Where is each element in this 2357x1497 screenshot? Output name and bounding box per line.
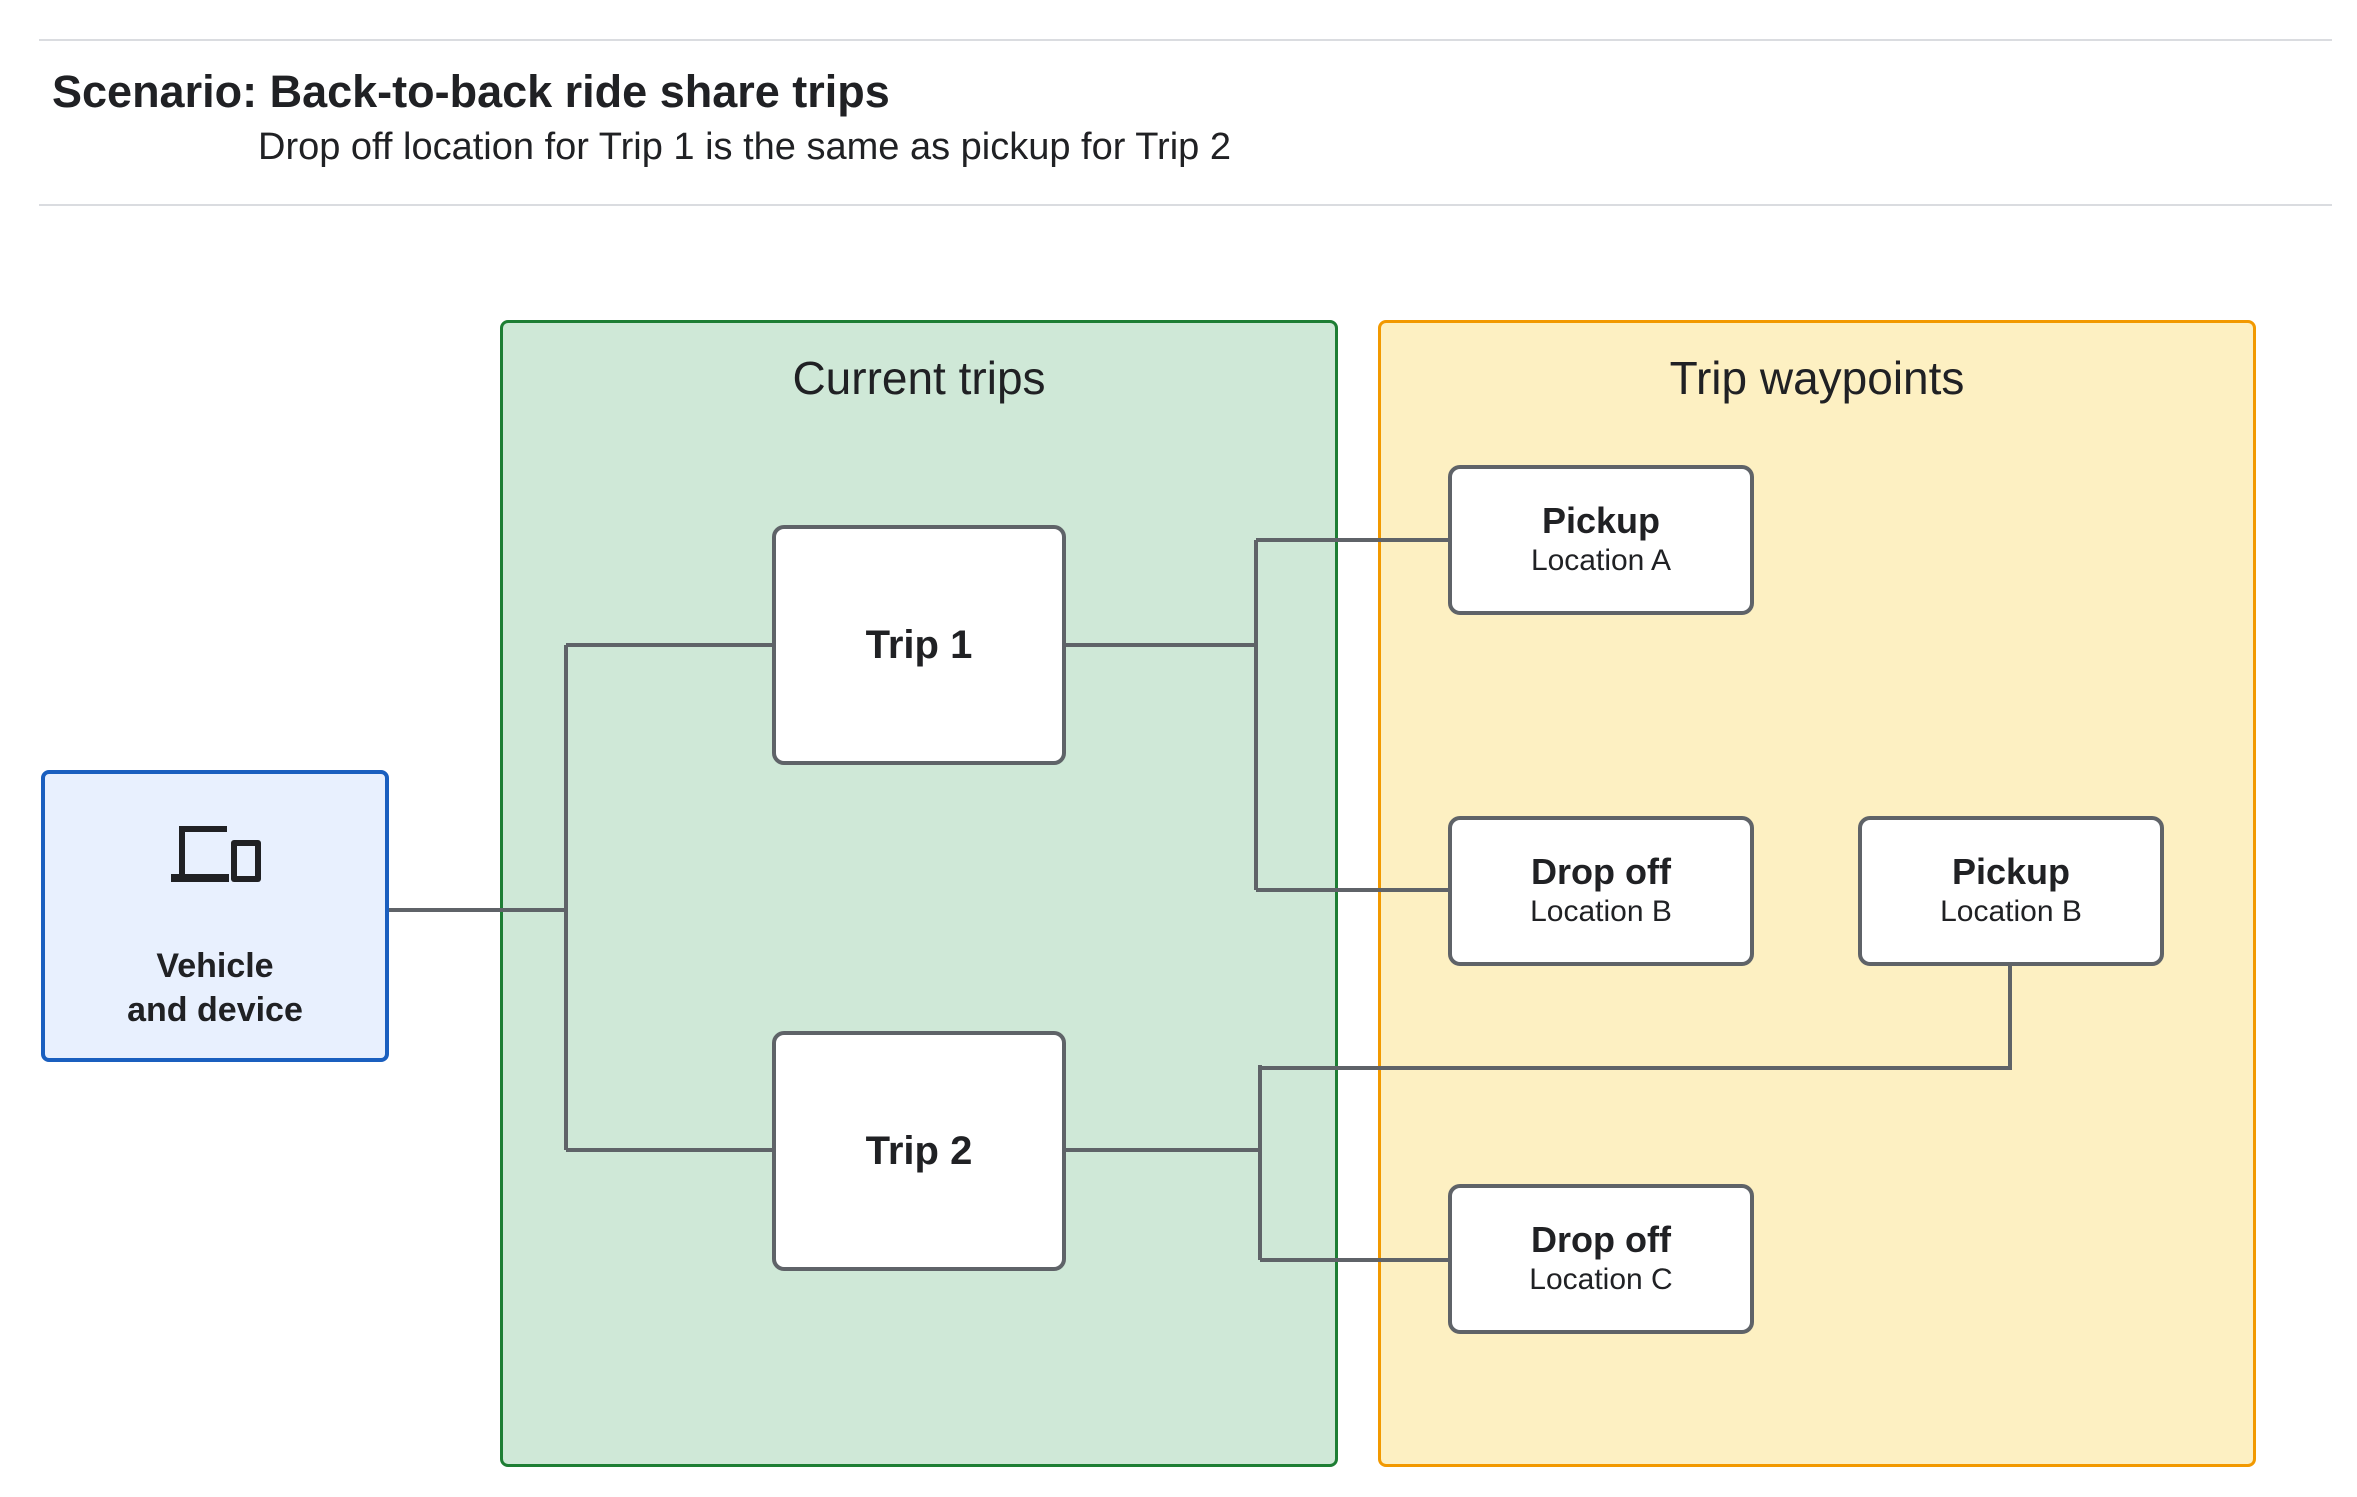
trip-2-node: Trip 2 xyxy=(772,1031,1066,1271)
trip-2-label: Trip 2 xyxy=(865,1128,973,1173)
waypoint-dropoff-location-b: Drop off Location B xyxy=(1448,816,1754,966)
vehicle-label-line-1: Vehicle xyxy=(156,947,274,985)
waypoint-type: Drop off xyxy=(1531,851,1671,892)
waypoint-location: Location B xyxy=(1940,895,2082,928)
waypoint-location: Location A xyxy=(1530,544,1672,577)
scenario-subtitle: Drop off location for Trip 1 is the same… xyxy=(258,126,1231,168)
waypoint-type: Drop off xyxy=(1531,1219,1671,1260)
waypoint-pickup-location-a: Pickup Location A xyxy=(1448,465,1754,615)
devices-icon xyxy=(171,826,261,882)
waypoint-dropoff-location-c: Drop off Location C xyxy=(1448,1184,1754,1334)
vehicle-label-line-2: and device xyxy=(127,991,303,1029)
current-trips-group: Current trips xyxy=(500,320,1338,1467)
waypoint-type: Pickup xyxy=(1541,500,1661,541)
waypoint-type: Pickup xyxy=(1951,851,2071,892)
current-trips-title: Current trips xyxy=(792,352,1046,404)
header-bottom-divider xyxy=(39,204,2332,206)
trip-1-label: Trip 1 xyxy=(865,622,973,667)
vehicle-and-device-node: Vehicle and device xyxy=(41,770,389,1062)
header-top-divider xyxy=(39,39,2332,41)
trip-1-node: Trip 1 xyxy=(772,525,1066,765)
waypoint-pickup-location-b: Pickup Location B xyxy=(1858,816,2164,966)
waypoint-location: Location B xyxy=(1530,895,1672,928)
scenario-title: Scenario: Back-to-back ride share trips xyxy=(52,66,890,117)
trip-waypoints-title: Trip waypoints xyxy=(1669,352,1965,404)
waypoint-location: Location C xyxy=(1529,1263,1673,1296)
vehicle-label: Vehicle and device xyxy=(45,944,385,1032)
